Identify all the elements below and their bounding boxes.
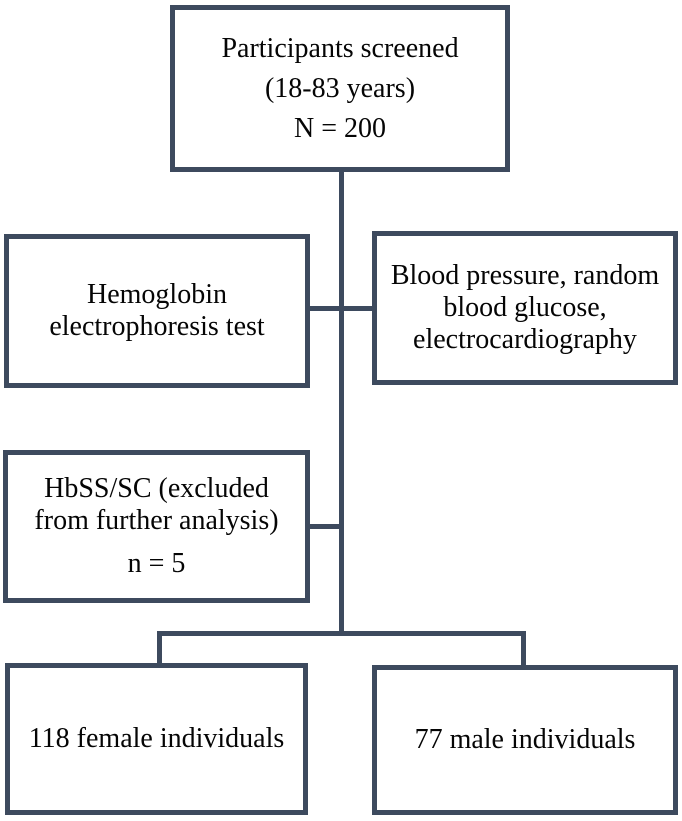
connector-hemoglobin-stub: [306, 306, 341, 311]
connector-excluded-stub: [306, 524, 341, 529]
node-text-line: 118 female individuals: [28, 723, 285, 754]
node-male-individuals: 77 male individuals: [372, 665, 678, 815]
node-female-individuals: 118 female individuals: [5, 663, 308, 815]
node-text-line: Hemoglobin: [87, 279, 227, 310]
connector-male-drop: [521, 633, 526, 668]
connector-female-drop: [157, 633, 162, 666]
node-text-line: electrophoresis test: [49, 311, 265, 342]
node-hemoglobin-electrophoresis: Hemoglobin electrophoresis test: [4, 234, 310, 388]
node-text-line: electrocardiography: [413, 324, 637, 355]
connector-vitals-stub: [342, 306, 374, 311]
node-vitals-tests: Blood pressure, random blood glucose, el…: [372, 231, 678, 385]
node-text-line: (18-83 years): [264, 72, 416, 104]
node-count-line: n = 5: [127, 548, 186, 579]
node-text-line: N = 200: [293, 112, 386, 144]
node-text-line: 77 male individuals: [414, 724, 636, 755]
node-text-line: blood glucose,: [443, 292, 607, 323]
node-hbss-sc-excluded: HbSS/SC (excluded from further analysis)…: [3, 450, 310, 603]
node-text-line: HbSS/SC (excluded: [44, 473, 269, 504]
node-participants-screened: Participants screened (18-83 years) N = …: [170, 5, 510, 172]
connector-split-bar: [157, 631, 526, 636]
node-text-line: Participants screened: [221, 32, 459, 64]
node-text-line: from further analysis): [34, 505, 279, 536]
connector-central-stem: [339, 170, 344, 633]
node-text-line: Blood pressure, random: [390, 260, 660, 291]
